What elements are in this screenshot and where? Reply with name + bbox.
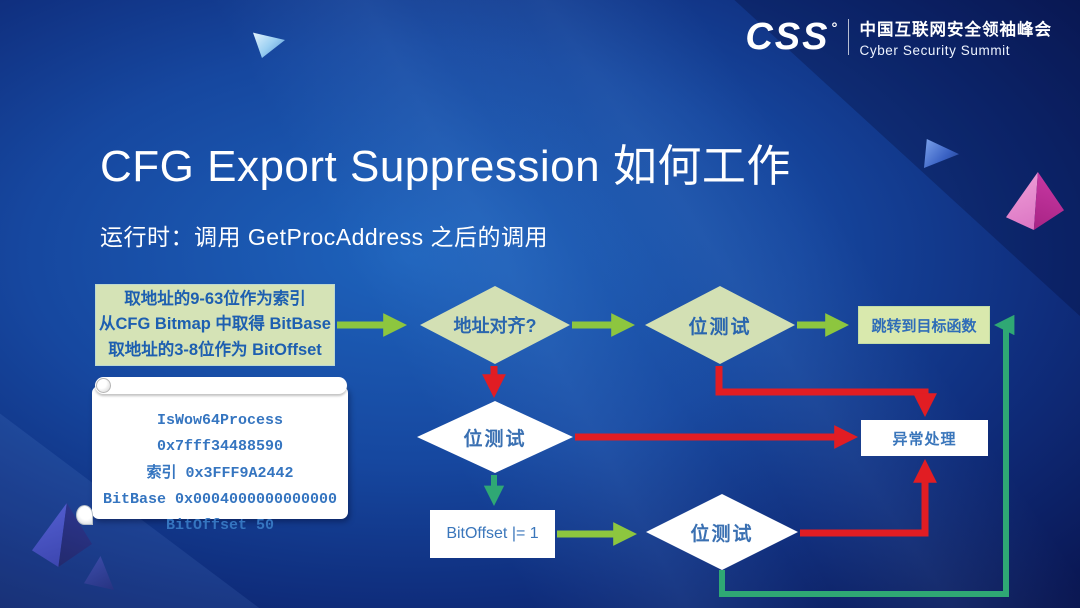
note-line: BitBase 0x0004000000000000 — [102, 490, 338, 508]
jump-target-label: 跳转到目标函数 — [871, 317, 977, 335]
note-scroll-curl-icon — [76, 505, 93, 525]
note-text: IsWow64Process 0x7fff34488590 索引 0x3FFF9… — [96, 408, 344, 539]
decision-label: 位测试 — [688, 316, 752, 338]
decision-label: 位测试 — [690, 523, 754, 545]
bitoffset-label: BitOffset |= 1 — [446, 525, 539, 542]
bitmap-box-line: 从CFG Bitmap 中取得 BitBase — [99, 315, 331, 334]
note-scroll-curl-icon — [96, 378, 111, 393]
exception-handler-box: 异常处理 — [861, 420, 988, 456]
page-title: CFG Export Suppression 如何工作 — [100, 142, 791, 191]
bitoffset-or-box: BitOffset |= 1 — [430, 510, 555, 558]
bitmap-index-process-box: 取地址的9-63位作为索引 从CFG Bitmap 中取得 BitBase 取地… — [95, 284, 335, 366]
arrow-bittest-bottom-to-exception — [800, 459, 937, 537]
note-scroll-top-roll — [95, 377, 347, 394]
note-line: 索引 0x3FFF9A2442 — [146, 464, 294, 482]
note-line: IsWow64Process 0x7fff34488590 — [156, 412, 284, 456]
logo-cn-name: 中国互联网安全领袖峰会 — [859, 21, 1052, 39]
decision-label: 位测试 — [463, 428, 527, 450]
logo-degree-mark: ° — [831, 19, 838, 37]
logo-divider — [847, 19, 849, 55]
decision-label: 地址对齐? — [453, 316, 537, 336]
debug-values-note — [92, 386, 348, 519]
bitmap-box-line: 取地址的9-63位作为索引 — [124, 289, 306, 308]
arrow-bittest-top-to-exception — [715, 366, 937, 417]
logo-css-text: CSS — [745, 16, 830, 58]
exception-label: 异常处理 — [892, 430, 957, 448]
summit-logo: CSS ° 中国互联网安全领袖峰会 Cyber Security Summit — [745, 16, 1052, 58]
arrow-bittest-bottom-to-jump-return — [719, 314, 1015, 597]
note-line: BitOffset 50 — [165, 517, 275, 534]
logo-en-name: Cyber Security Summit — [859, 43, 1011, 58]
page-subtitle: 运行时：调用 GetProcAddress 之后的调用 — [100, 224, 549, 250]
bitmap-box-line: 取地址的3-8位作为 BitOffset — [108, 340, 322, 359]
jump-target-box: 跳转到目标函数 — [858, 306, 990, 344]
